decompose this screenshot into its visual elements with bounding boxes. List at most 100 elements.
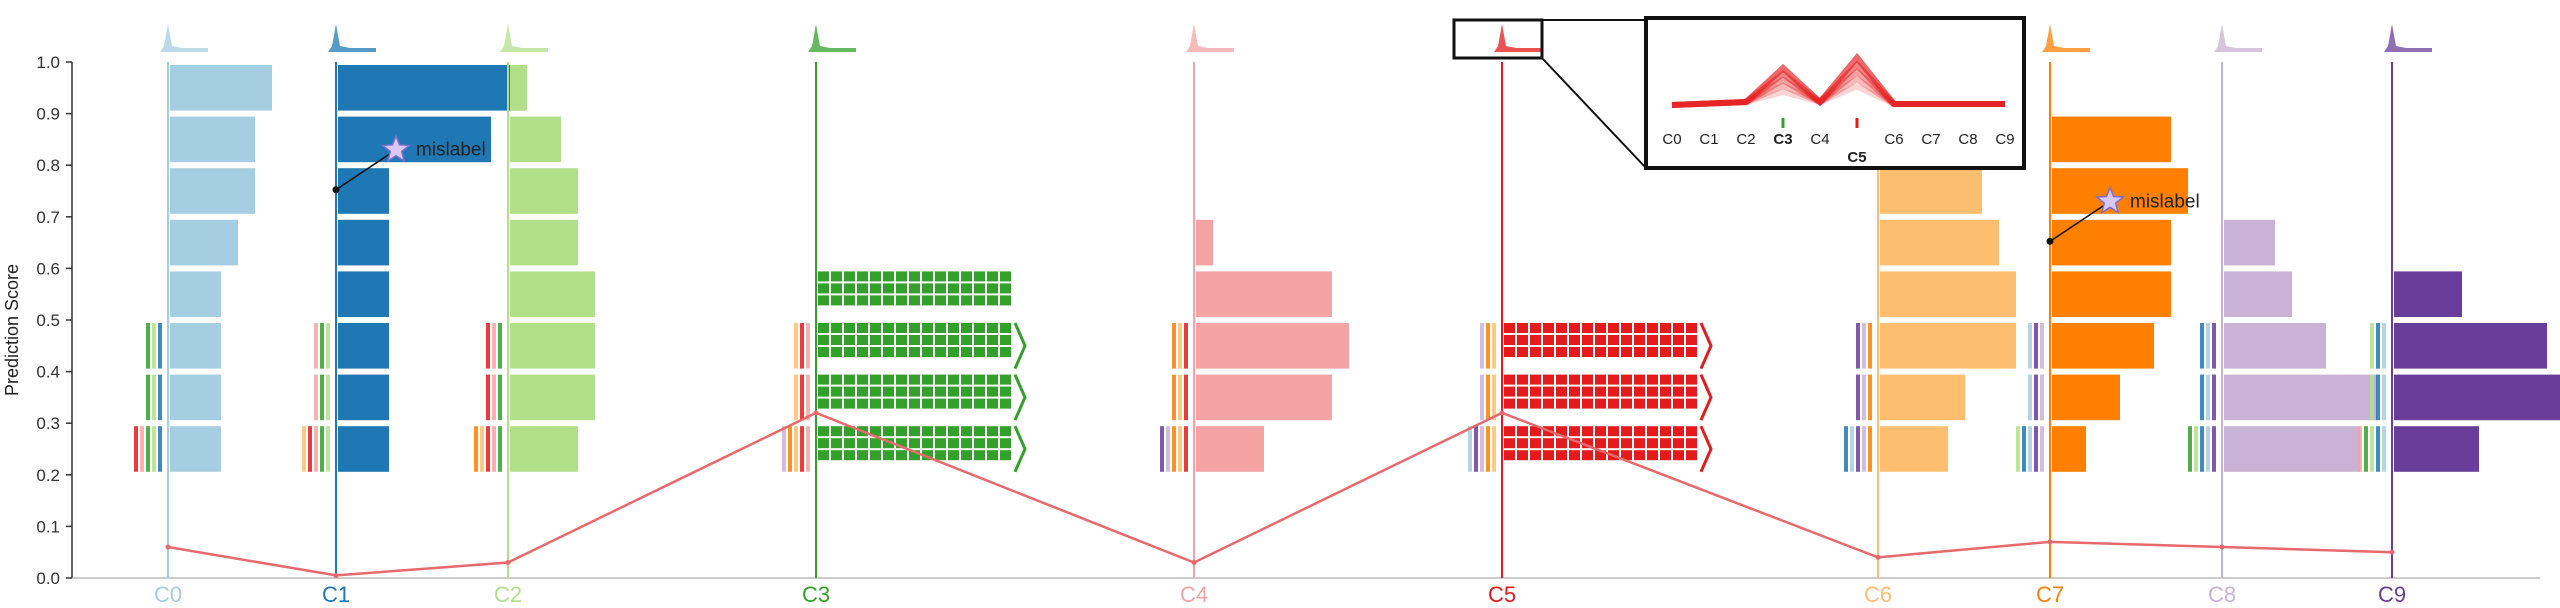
- confusion-stripe[interactable]: [326, 374, 330, 421]
- confusion-stripe[interactable]: [1184, 323, 1188, 369]
- sample-cell[interactable]: [870, 347, 881, 357]
- sample-cell[interactable]: [883, 283, 894, 294]
- class-column-c7[interactable]: C7: [2016, 24, 2188, 607]
- sample-cell[interactable]: [870, 283, 881, 294]
- score-bar[interactable]: [2394, 271, 2462, 317]
- sample-cell[interactable]: [922, 347, 933, 357]
- confusion-stripe[interactable]: [800, 426, 804, 472]
- sample-cell[interactable]: [974, 271, 985, 282]
- sample-cell[interactable]: [909, 335, 920, 345]
- sample-cell[interactable]: [1556, 426, 1567, 437]
- confusion-stripe[interactable]: [1480, 323, 1484, 369]
- sample-cell[interactable]: [1634, 347, 1645, 357]
- confusion-stripe[interactable]: [1486, 374, 1490, 421]
- sample-cell[interactable]: [1569, 347, 1580, 357]
- confusion-stripe[interactable]: [2200, 426, 2204, 472]
- score-point[interactable]: [1875, 554, 1881, 560]
- sample-cell[interactable]: [935, 347, 946, 357]
- confusion-stripe[interactable]: [474, 426, 478, 472]
- sample-cell[interactable]: [1000, 450, 1011, 461]
- sample-cell[interactable]: [1582, 450, 1593, 461]
- confusion-stripe[interactable]: [1172, 374, 1176, 421]
- confusion-stripe[interactable]: [1166, 426, 1170, 472]
- confusion-stripe[interactable]: [794, 426, 798, 472]
- sample-cell[interactable]: [1647, 386, 1658, 397]
- sample-cell[interactable]: [1595, 386, 1606, 397]
- confusion-stripe[interactable]: [1480, 426, 1484, 472]
- confusion-stripe[interactable]: [782, 426, 786, 472]
- sample-cell[interactable]: [922, 283, 933, 294]
- sample-cell[interactable]: [948, 398, 959, 409]
- sample-cell[interactable]: [961, 374, 972, 385]
- score-bar[interactable]: [1880, 426, 1948, 472]
- class-column-c0[interactable]: C0: [134, 24, 272, 607]
- confusion-stripe[interactable]: [1178, 374, 1182, 421]
- confusion-stripe[interactable]: [1474, 426, 1478, 472]
- confusion-stripe[interactable]: [320, 323, 324, 369]
- sample-cell[interactable]: [1504, 398, 1515, 409]
- confusion-stripe[interactable]: [492, 323, 496, 369]
- confusion-stripe[interactable]: [2028, 374, 2032, 421]
- confusion-stripe[interactable]: [314, 426, 318, 472]
- sample-cell[interactable]: [1647, 438, 1658, 449]
- sample-cell[interactable]: [948, 295, 959, 306]
- score-point[interactable]: [165, 544, 171, 550]
- confusion-stripe[interactable]: [2034, 323, 2038, 369]
- score-bar[interactable]: [510, 426, 578, 472]
- score-bar[interactable]: [510, 168, 578, 214]
- sample-cell[interactable]: [961, 438, 972, 449]
- sample-cell[interactable]: [1504, 438, 1515, 449]
- sample-cell[interactable]: [987, 386, 998, 397]
- sample-cell[interactable]: [857, 283, 868, 294]
- score-bar[interactable]: [510, 219, 578, 266]
- sample-cell[interactable]: [987, 323, 998, 333]
- score-bar[interactable]: [1880, 323, 2016, 369]
- score-bar[interactable]: [2394, 323, 2547, 369]
- sample-cell[interactable]: [987, 438, 998, 449]
- sample-cell[interactable]: [1686, 374, 1697, 385]
- sample-cell[interactable]: [1530, 323, 1541, 333]
- sample-cell[interactable]: [1000, 398, 1011, 409]
- sample-cell[interactable]: [922, 398, 933, 409]
- sample-cell[interactable]: [1000, 374, 1011, 385]
- sample-cell[interactable]: [1621, 398, 1632, 409]
- sample-cell[interactable]: [1634, 450, 1645, 461]
- sample-cell[interactable]: [1504, 450, 1515, 461]
- sample-cell[interactable]: [883, 347, 894, 357]
- confusion-stripe[interactable]: [2376, 374, 2380, 421]
- confusion-stripe[interactable]: [788, 426, 792, 472]
- confusion-stripe[interactable]: [134, 426, 138, 472]
- sample-cell[interactable]: [1582, 386, 1593, 397]
- confusion-stripe[interactable]: [314, 323, 318, 369]
- sample-cell[interactable]: [1595, 398, 1606, 409]
- sample-cell[interactable]: [948, 323, 959, 333]
- confusion-stripe[interactable]: [158, 323, 162, 369]
- sample-cell[interactable]: [1621, 323, 1632, 333]
- sample-cell[interactable]: [935, 386, 946, 397]
- sample-cell[interactable]: [909, 283, 920, 294]
- confusion-stripe[interactable]: [1468, 426, 1472, 472]
- score-bar[interactable]: [2224, 426, 2360, 472]
- confusion-stripe[interactable]: [806, 374, 810, 421]
- sample-cell[interactable]: [1504, 426, 1515, 437]
- sample-cell[interactable]: [1000, 347, 1011, 357]
- sample-cell[interactable]: [1543, 386, 1554, 397]
- score-bar[interactable]: [2224, 374, 2377, 421]
- sample-cell[interactable]: [922, 295, 933, 306]
- sample-cell[interactable]: [974, 335, 985, 345]
- score-point[interactable]: [2389, 549, 2395, 555]
- confusion-stripe[interactable]: [800, 374, 804, 421]
- score-bar[interactable]: [170, 271, 221, 317]
- sample-cell[interactable]: [935, 271, 946, 282]
- sample-cell[interactable]: [987, 347, 998, 357]
- confusion-stripe[interactable]: [498, 323, 502, 369]
- sample-cell[interactable]: [844, 386, 855, 397]
- sample-cell[interactable]: [1569, 398, 1580, 409]
- sample-cell[interactable]: [883, 426, 894, 437]
- confusion-stripe[interactable]: [794, 374, 798, 421]
- sample-cell[interactable]: [948, 283, 959, 294]
- score-bar[interactable]: [2052, 426, 2086, 472]
- score-bar[interactable]: [2224, 219, 2275, 266]
- sample-cell[interactable]: [1660, 347, 1671, 357]
- sample-cell[interactable]: [987, 426, 998, 437]
